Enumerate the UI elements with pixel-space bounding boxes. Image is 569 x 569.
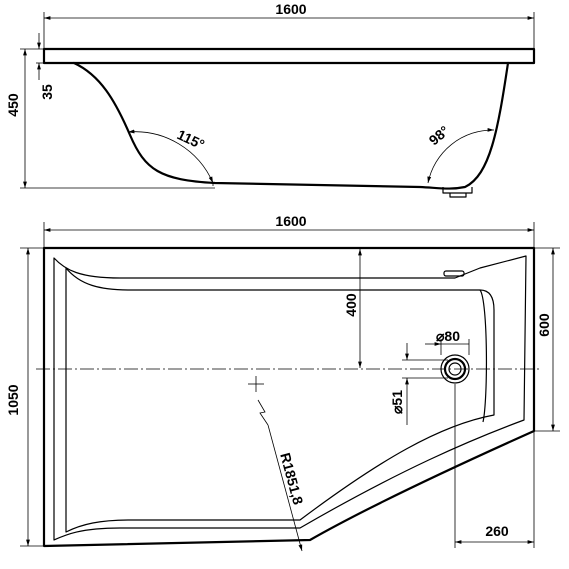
- radius-leader-top: [257, 399, 269, 426]
- side-height-label: 450: [5, 93, 21, 117]
- drain-inner: [448, 362, 462, 376]
- drain-offset-label: 400: [343, 293, 359, 317]
- top-width-label: 1050: [5, 384, 21, 415]
- side-rim: [42, 47, 536, 65]
- top-length-label: 1600: [275, 213, 306, 229]
- foot-angle-arc: [427, 127, 495, 184]
- top-outer-outline: [42, 246, 536, 548]
- radius-label: R1851,8: [277, 451, 306, 506]
- side-drain: [442, 187, 473, 198]
- drain-outer: [440, 354, 470, 384]
- side-length-label: 1600: [275, 1, 306, 17]
- side-view: 115° 98° 1600 450 35: [5, 1, 536, 198]
- right-width-label: 600: [536, 313, 552, 337]
- foot-angle-label: 98°: [426, 122, 453, 148]
- top-basin-side: [479, 289, 488, 423]
- top-basin: [65, 267, 495, 533]
- drain51-label: ⌀51: [389, 390, 405, 414]
- overflow: [443, 270, 465, 277]
- back-angle-arc: [127, 129, 214, 184]
- back-angle-label: 115°: [175, 126, 207, 152]
- rim-thickness-label: 35: [39, 84, 55, 100]
- drain-mid: [443, 357, 467, 381]
- drain80-label: ⌀80: [436, 328, 460, 344]
- radius-leader: [267, 424, 303, 552]
- corner-offset-label: 260: [485, 523, 509, 539]
- top-view: R1851,8 1600 1050 600 400 ⌀80 ⌀51: [5, 213, 560, 552]
- top-inner-rim: [53, 255, 527, 541]
